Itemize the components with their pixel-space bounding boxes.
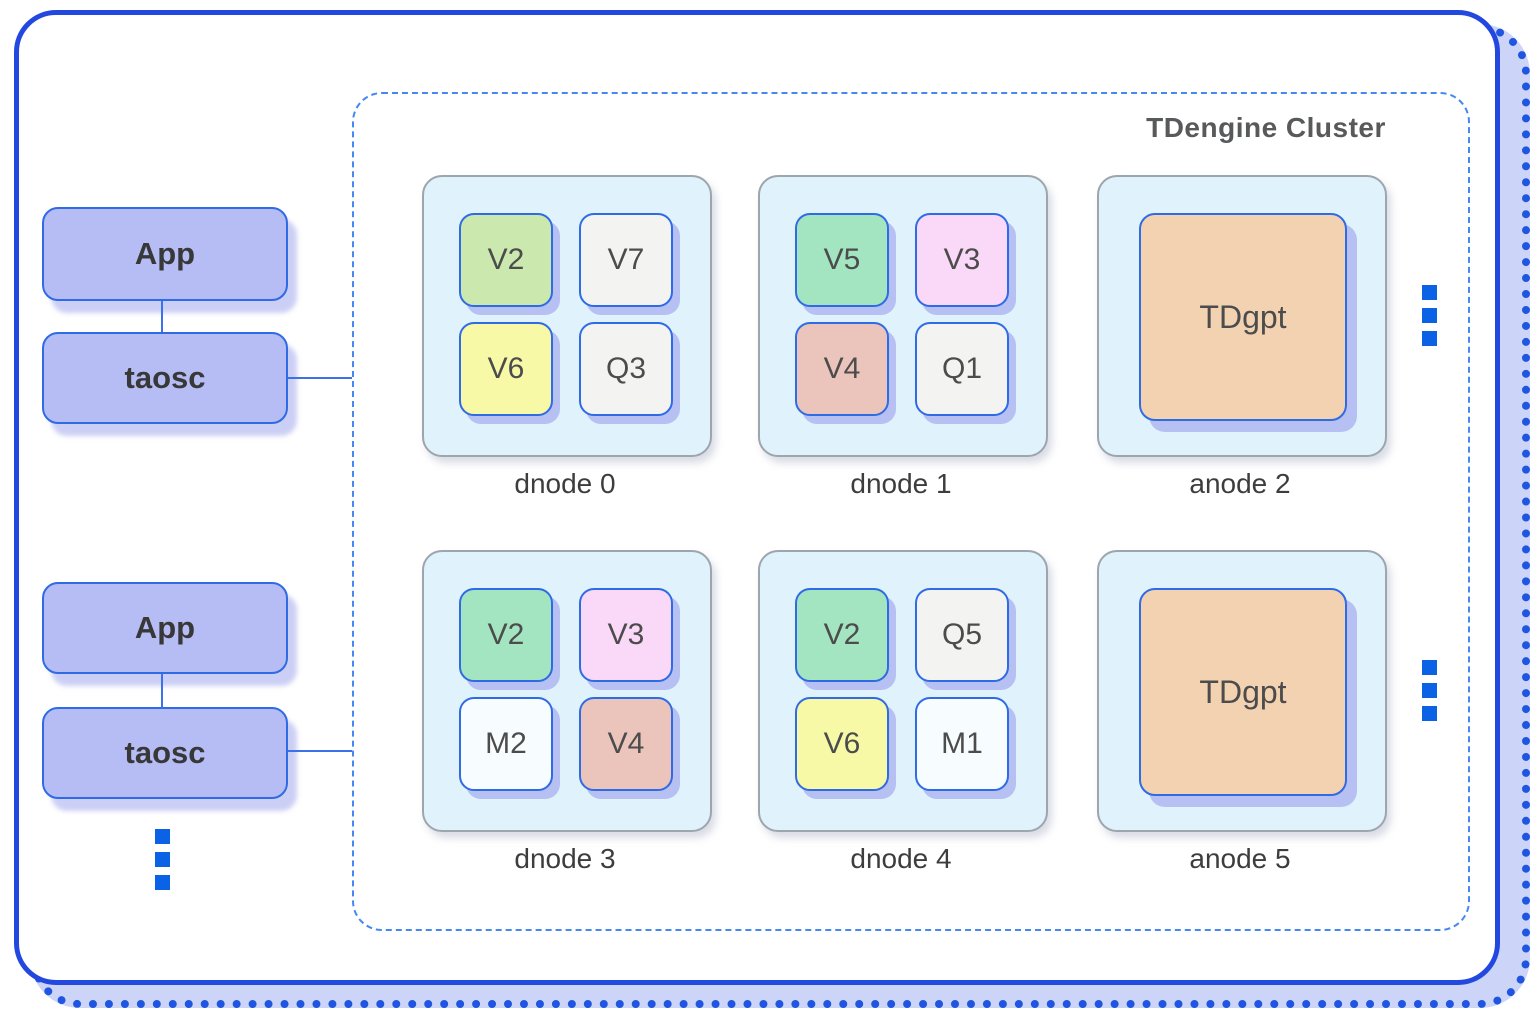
vgroup-cell: V2 xyxy=(795,588,889,682)
vgroup-cell: V2 xyxy=(459,213,553,307)
app-taosc-connector-2 xyxy=(161,674,163,707)
node-label-dnode-4: dnode 4 xyxy=(850,843,952,874)
vgroup-cell: V6 xyxy=(459,322,553,416)
ellipsis-dot xyxy=(1422,285,1437,300)
app-taosc-connector-1 xyxy=(161,301,163,332)
vgroup-cell: V5 xyxy=(795,213,889,307)
ellipsis-dot xyxy=(1422,308,1437,323)
cluster-title: TDengine Cluster xyxy=(1146,112,1386,143)
taosc-box-2: taosc xyxy=(42,707,288,799)
dnode-1-container: V5 V3 V4 Q1 xyxy=(758,175,1048,457)
vgroup-cell: V3 xyxy=(579,588,673,682)
ellipsis-dot xyxy=(155,852,170,867)
dnode-3-container: V2 V3 M2 V4 xyxy=(422,550,712,832)
vgroup-cell: V6 xyxy=(795,697,889,791)
dnode-0-cell-grid: V2 V7 V6 Q3 xyxy=(459,213,673,416)
vgroup-cell: V7 xyxy=(579,213,673,307)
dnode-4-cell-grid: V2 Q5 V6 M1 xyxy=(795,588,1009,791)
anode-2-container: TDgpt xyxy=(1097,175,1387,457)
ellipsis-dot xyxy=(1422,706,1437,721)
node-label-anode-2: anode 2 xyxy=(1189,468,1291,499)
app-box-2: App xyxy=(42,582,288,674)
tdengine-cluster-boundary xyxy=(352,92,1470,931)
app-box-1: App xyxy=(42,207,288,301)
qnode-cell: Q3 xyxy=(579,322,673,416)
dnode-0-container: V2 V7 V6 Q3 xyxy=(422,175,712,457)
taosc-cluster-connector-2 xyxy=(288,750,352,752)
vgroup-cell: V4 xyxy=(579,697,673,791)
ellipsis-dot xyxy=(155,829,170,844)
dnode-4-container: V2 Q5 V6 M1 xyxy=(758,550,1048,832)
mnode-cell: M2 xyxy=(459,697,553,791)
taosc-cluster-connector-1 xyxy=(288,377,352,379)
qnode-cell: Q5 xyxy=(915,588,1009,682)
vgroup-cell: V4 xyxy=(795,322,889,416)
node-label-dnode-3: dnode 3 xyxy=(514,843,616,874)
ellipsis-dot xyxy=(155,875,170,890)
tdgpt-cell: TDgpt xyxy=(1139,213,1347,421)
node-label-dnode-1: dnode 1 xyxy=(850,468,952,499)
ellipsis-dot xyxy=(1422,660,1437,675)
node-label-anode-5: anode 5 xyxy=(1189,843,1291,874)
vgroup-cell: V2 xyxy=(459,588,553,682)
vgroup-cell: V3 xyxy=(915,213,1009,307)
qnode-cell: Q1 xyxy=(915,322,1009,416)
node-label-dnode-0: dnode 0 xyxy=(514,468,616,499)
ellipsis-dot xyxy=(1422,331,1437,346)
ellipsis-dot xyxy=(1422,683,1437,698)
more-apps-ellipsis-icon xyxy=(155,829,170,890)
mnode-cell: M1 xyxy=(915,697,1009,791)
anode-5-container: TDgpt xyxy=(1097,550,1387,832)
taosc-box-1: taosc xyxy=(42,332,288,424)
more-nodes-ellipsis-icon xyxy=(1422,285,1437,346)
more-nodes-ellipsis-icon xyxy=(1422,660,1437,721)
dnode-3-cell-grid: V2 V3 M2 V4 xyxy=(459,588,673,791)
dnode-1-cell-grid: V5 V3 V4 Q1 xyxy=(795,213,1009,416)
tdgpt-cell: TDgpt xyxy=(1139,588,1347,796)
